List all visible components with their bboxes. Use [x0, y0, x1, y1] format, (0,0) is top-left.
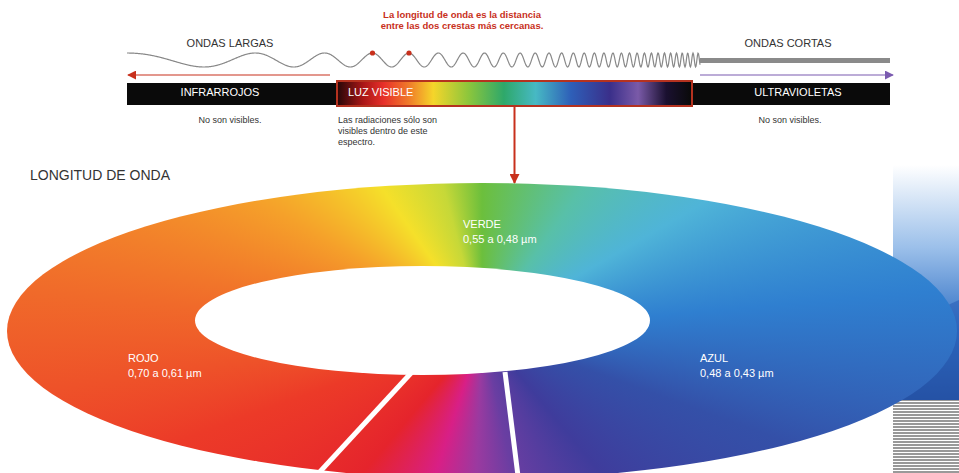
color-name: AZUL: [700, 352, 728, 365]
region-label: INFRARROJOS: [150, 86, 290, 99]
caption-note: No son visibles.: [740, 115, 840, 126]
color-name: VERDE: [463, 218, 501, 231]
wavelength-range: 0,55 a 0,48 µm: [463, 233, 537, 246]
ring-hole: [195, 266, 650, 375]
separator-line: [505, 372, 518, 473]
side-strip-hatch: [893, 400, 959, 473]
color-name: ROJO: [128, 352, 159, 365]
visible-light-box: LUZ VISIBLE: [336, 80, 693, 107]
crest-dot: [370, 50, 375, 55]
short-wave-arrow: [700, 74, 893, 75]
title: LONGITUD DE ONDA: [30, 167, 170, 184]
long-wave-arrow: [128, 74, 330, 75]
wavelength-range: 0,70 a 0,61 µm: [128, 367, 202, 380]
box-label: LUZ VISIBLE: [348, 86, 413, 99]
pointer-arrow: [514, 107, 516, 183]
region-label: ULTRAVIOLETAS: [728, 86, 868, 99]
region-label: ONDAS CORTAS: [728, 37, 848, 50]
wavelength-range: 0,48 a 0,43 µm: [700, 367, 774, 380]
region-label: ONDAS LARGAS: [170, 37, 290, 50]
crest-dot: [406, 50, 411, 55]
caption-note: Las radiaciones sólo son visibles dentro…: [338, 115, 456, 147]
note-text: La longitud de onda es la distancia entr…: [372, 9, 552, 32]
separator-line: [316, 372, 412, 473]
wavelength-ring: VERDE 0,55 a 0,48 µm ROJO 0,70 a 0,61 µm AZU…: [7, 183, 957, 473]
short-wave-bar: [700, 58, 890, 63]
caption-note: No son visibles.: [180, 115, 280, 126]
wave-line: [127, 53, 700, 67]
